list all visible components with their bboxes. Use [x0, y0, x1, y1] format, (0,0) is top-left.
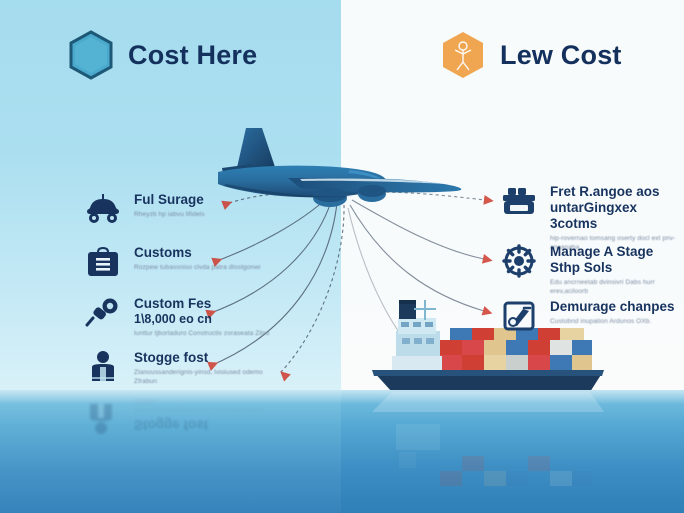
car-icon	[84, 190, 122, 228]
list-item-title: Ful Surage	[134, 192, 204, 207]
list-item-title: Customs	[134, 245, 192, 260]
list-item[interactable]: Ful Surage Rheyzb hp iabvu lifidels	[84, 190, 205, 228]
list-item-text: Fret R.angoe aos untarGingxex 3cotms hip…	[550, 182, 684, 252]
list-item-subtitle: Edu ancrneetab dvinsivri Dabs hurr erev,…	[550, 278, 655, 296]
briefcase-icon	[84, 243, 122, 281]
ship-wheel-icon	[500, 242, 538, 280]
water-highlight	[0, 390, 684, 404]
hexagon-icon	[440, 30, 486, 80]
list-item[interactable]: Stogge fost Ztanoussanderignis-yinsd, lv…	[84, 348, 274, 386]
list-item-subtitle: Rheyzb hp iabvu lifidels	[134, 210, 205, 218]
left-header: Cost Here	[68, 30, 257, 80]
list-item-subtitle: Custobnd inupation Ardunos OXb.	[550, 317, 652, 325]
list-item[interactable]: Manage A Stage Sthp Sols Edu ancrneetab …	[500, 242, 684, 296]
list-item-title: Demurage chanpes	[550, 299, 675, 314]
list-item-title: Custom Fes	[134, 296, 212, 311]
list-item[interactable]: Customs Rozpew tubassniso clvda patra dl…	[84, 243, 260, 281]
list-item-subtitle: Ztanoussanderignis-yinsd, lvioiused odem…	[134, 368, 263, 386]
left-header-title: Cost Here	[128, 39, 258, 70]
list-item-title: Manage A Stage Sthp Sols	[550, 244, 654, 275]
list-item-text: Customs Rozpew tubassniso clvda patra dl…	[134, 243, 260, 272]
list-item-subtitle: Rozpew tubassniso clvda patra dlostgonwi	[134, 263, 261, 271]
list-item-subtitle: hip-rovernao tomsang oserty docl ext pnv…	[550, 234, 676, 251]
list-item-amount: 1\8,000 eo cn	[134, 311, 212, 326]
cargo-box-icon	[500, 182, 538, 220]
right-header: Lew Cost	[440, 30, 622, 80]
list-item[interactable]: Custom Fes 1\8,000 eo cn lunttur tjborla…	[84, 294, 269, 338]
list-item-text: Manage A Stage Sthp Sols Edu ancrneetab …	[550, 242, 684, 296]
list-item[interactable]: Fret R.angoe aos untarGingxex 3cotms hip…	[500, 182, 684, 252]
list-item-text: Custom Fes 1\8,000 eo cn lunttur tjborla…	[134, 294, 269, 338]
list-item-text: Stogge fost Ztanoussanderignis-yinsd, lv…	[134, 348, 274, 386]
list-item-text: Ful Surage Rheyzb hp iabvu lifidels	[134, 190, 205, 219]
list-item[interactable]: Demurage chanpes Custobnd inupation Ardu…	[500, 297, 675, 335]
list-item-title: Stogge fost	[134, 350, 209, 365]
crane-icon	[500, 297, 538, 335]
magnifier-icon	[84, 294, 122, 332]
hexagon-icon	[68, 30, 114, 80]
list-item-subtitle: lunttur tjborladuro Constructiv zoraseat…	[134, 329, 270, 337]
right-header-title: Lew Cost	[500, 39, 622, 70]
list-item-title: Fret R.angoe aos untarGingxex 3cotms	[550, 184, 660, 231]
water-band-left	[0, 390, 341, 513]
list-item-text: Demurage chanpes Custobnd inupation Ardu…	[550, 297, 675, 326]
person-icon	[84, 348, 122, 386]
